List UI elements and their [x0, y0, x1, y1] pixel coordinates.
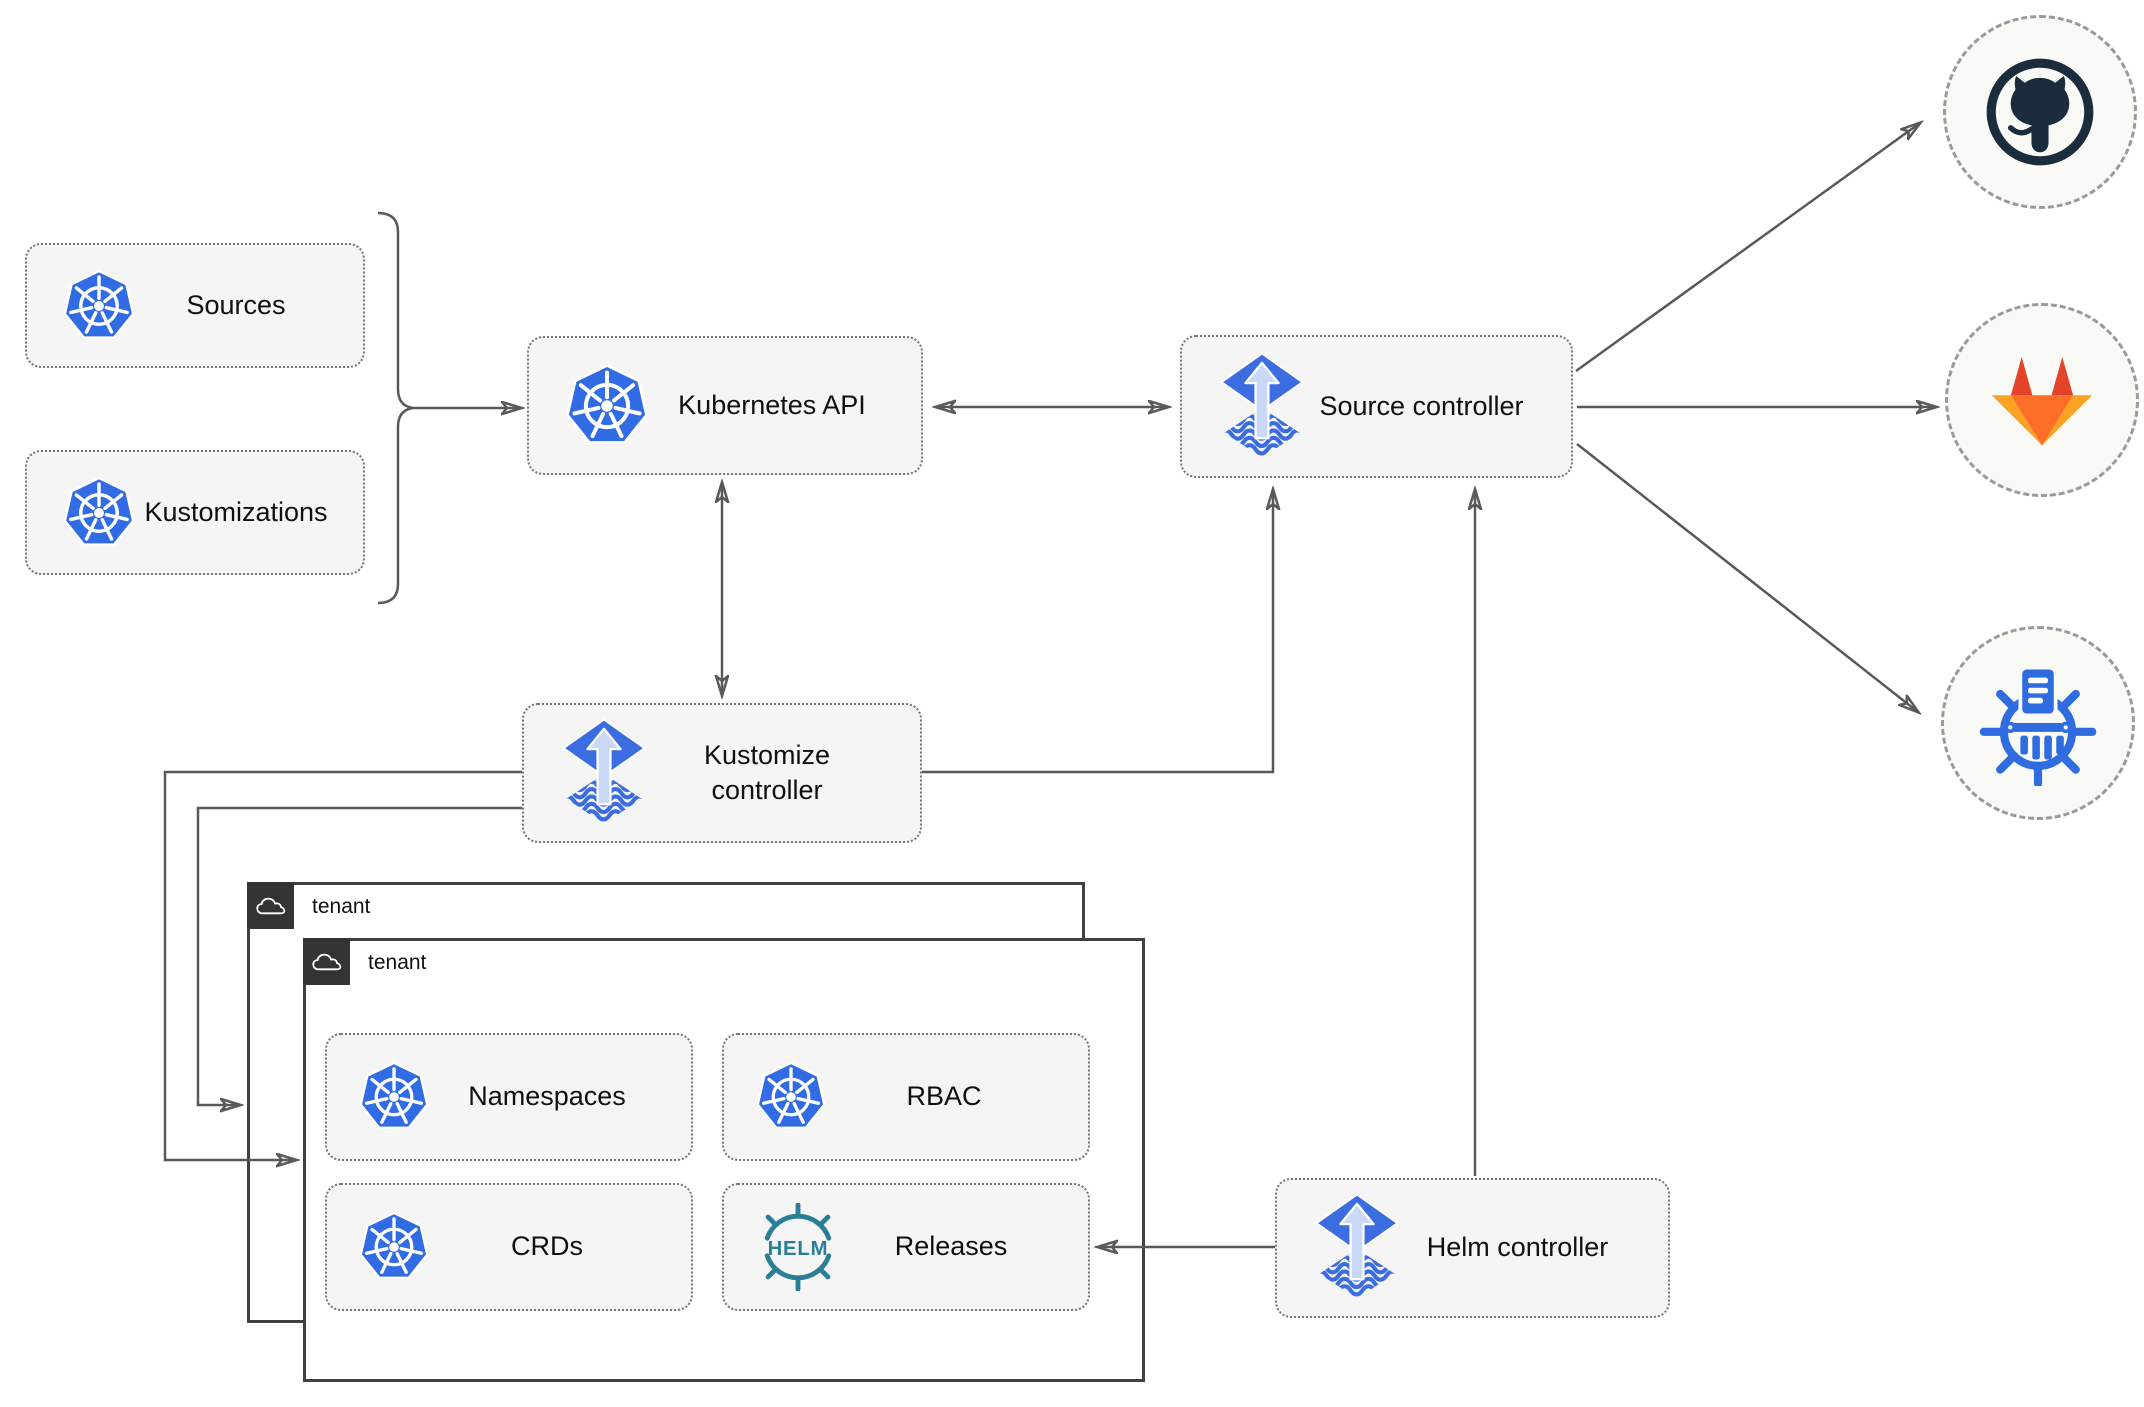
node-kustomizations: Kustomizations: [25, 450, 365, 575]
endpoint-gitlab: [1945, 303, 2139, 497]
helm-icon: HELM: [754, 1203, 842, 1291]
tenant-tab: [303, 938, 350, 985]
node-source-controller: Source controller: [1180, 335, 1573, 478]
node-namespaces: Namespaces: [325, 1033, 693, 1161]
node-label: Helm controller: [1426, 1232, 1609, 1263]
kubernetes-icon: [756, 1061, 826, 1130]
helm-logo-text: HELM: [768, 1238, 829, 1260]
node-label: RBAC: [906, 1081, 982, 1112]
arrow-source-to-github: [1575, 123, 1920, 373]
tenant-label: tenant: [312, 895, 371, 918]
node-label: Source controller: [1319, 390, 1524, 421]
tenant-tab: [247, 882, 294, 929]
node-label: Sources: [186, 289, 286, 320]
kubernetes-icon: [359, 1211, 429, 1280]
node-kubernetes-api: Kubernetes API: [527, 336, 923, 475]
arrow-source-to-chartmuseum: [1576, 443, 1918, 712]
flux-icon: [558, 716, 650, 830]
node-releases: HELM Releases: [722, 1183, 1090, 1311]
kubernetes-icon: [565, 363, 649, 444]
node-label: CRDs: [511, 1231, 583, 1262]
github-icon: [1979, 51, 2101, 173]
kubernetes-icon: [63, 268, 135, 339]
node-label: Kubernetes API: [678, 389, 866, 420]
flux-icon: [1216, 350, 1308, 464]
tenant-label: tenant: [368, 951, 427, 974]
node-helm-controller: Helm controller: [1275, 1178, 1670, 1318]
gitlab-icon: [1991, 356, 2093, 446]
node-rbac: RBAC: [722, 1033, 1090, 1161]
flux-icon: [1311, 1191, 1403, 1305]
kubernetes-icon: [359, 1061, 429, 1130]
cloud-icon: [255, 897, 285, 914]
endpoint-chartmuseum: [1941, 626, 2135, 820]
kubernetes-icon: [63, 475, 135, 546]
node-sources: Sources: [25, 243, 365, 368]
node-kustomize-controller: Kustomize controller: [522, 703, 922, 843]
endpoint-github: [1943, 15, 2137, 209]
node-label: Namespaces: [468, 1081, 626, 1112]
cloud-icon: [311, 953, 341, 970]
chartmuseum-icon: [1975, 660, 2101, 786]
brace-sources-kustomizations: [377, 211, 414, 605]
node-label: Kustomizations: [144, 496, 328, 527]
node-crds: CRDs: [325, 1183, 693, 1311]
node-label: Releases: [894, 1231, 1008, 1262]
arrow-kustomize-to-source-controller: [922, 490, 1273, 774]
node-label: Kustomize controller: [703, 739, 831, 805]
